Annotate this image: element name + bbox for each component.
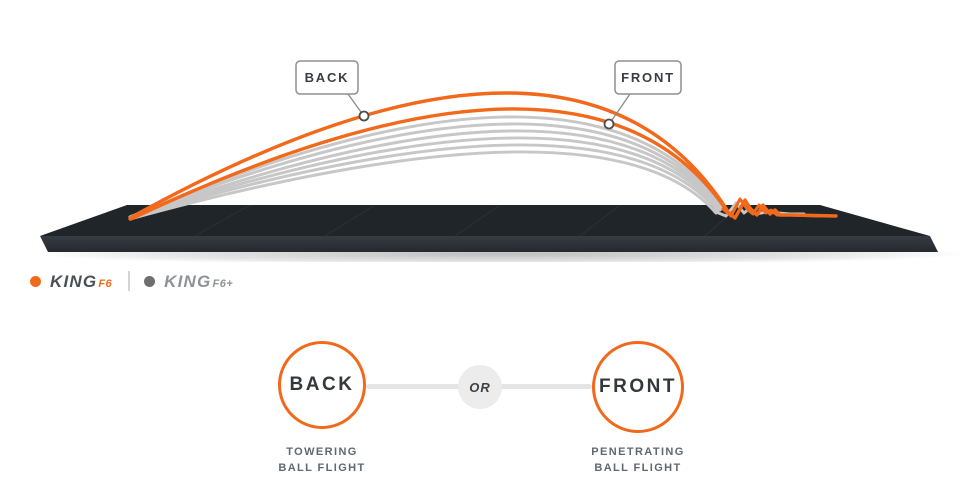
trajectory-arc (128, 129, 723, 220)
or-label: OR (469, 379, 491, 395)
callout-front-box[interactable] (614, 60, 682, 95)
platform (40, 204, 938, 252)
back-trajectory-marker-icon (358, 110, 370, 122)
legend-item-king-f6: KINGF6 (50, 273, 112, 290)
trajectory-arc (128, 150, 718, 221)
back-caption-line1: TOWERING (286, 446, 358, 458)
legend-model-text: F6+ (212, 277, 234, 290)
front-trajectory-marker-icon (603, 118, 615, 130)
front-weight-label: FRONT (599, 376, 677, 397)
front-caption-line2: BALL FLIGHT (594, 462, 682, 474)
legend-brand-text: KING (50, 271, 98, 291)
callout-back-box[interactable] (295, 60, 359, 95)
front-caption-line1: PENETRATING (591, 446, 685, 458)
back-weight-label: BACK (289, 374, 355, 395)
or-badge: OR (458, 365, 502, 409)
king-f6plus-dot-icon (144, 275, 156, 287)
back-caption-line2: BALL FLIGHT (278, 462, 366, 474)
trajectory-arc (128, 91, 731, 220)
trajectory-king-f6 (128, 91, 731, 221)
trajectory-arc (129, 107, 729, 221)
trajectory-arc (128, 122, 724, 219)
front-caption: PENETRATING BALL FLIGHT (558, 444, 718, 476)
callout-front[interactable]: FRONT (603, 60, 682, 130)
king-f6-dot-icon (30, 275, 41, 287)
flight-svg: BACK FRONT (35, 60, 965, 265)
callout-back-label: BACK (305, 70, 350, 85)
platform-front-face (40, 236, 938, 252)
callout-front-label: FRONT (621, 70, 675, 85)
callout-back[interactable]: BACK (295, 60, 370, 122)
legend-divider (128, 271, 131, 291)
platform-top-surface (40, 205, 930, 236)
legend-brand-text: KING (164, 271, 212, 291)
trajectory-arc (128, 115, 725, 219)
back-caption: TOWERING BALL FLIGHT (242, 444, 402, 476)
legend: KINGF6 KINGF6+ (30, 269, 233, 293)
legend-model-text: F6 (98, 277, 113, 290)
trajectory-arc (128, 143, 720, 220)
legend-item-king-f6plus: KINGF6+ (164, 273, 233, 290)
trajectory-arc (128, 136, 722, 220)
callout-back-connector (347, 93, 362, 113)
trajectories (128, 91, 838, 221)
platform-seam-lines (194, 204, 741, 237)
back-weight-button[interactable]: BACK (278, 341, 366, 429)
trajectory-king-f6- (128, 115, 725, 221)
callout-front-connector (611, 93, 631, 121)
front-weight-button[interactable]: FRONT (592, 341, 684, 433)
bounce-king-f6 (725, 198, 838, 220)
